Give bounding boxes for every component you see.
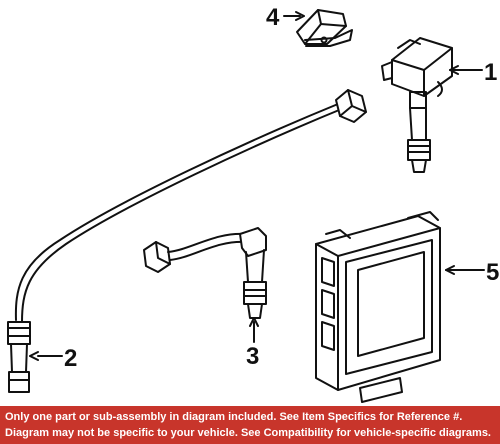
callout-1: 1 (484, 59, 497, 86)
spark-plug-wire-long-icon (7, 89, 367, 393)
parts-diagram: 1 2 3 4 5 (7, 4, 499, 403)
sensor-icon (296, 9, 353, 47)
callout-2: 2 (64, 345, 77, 372)
leader-lines (29, 11, 485, 361)
disclaimer-banner: Only one part or sub-assembly in diagram… (0, 406, 500, 444)
disclaimer-line-1: Only one part or sub-assembly in diagram… (5, 411, 463, 423)
callout-5: 5 (486, 259, 499, 286)
callout-4: 4 (266, 4, 280, 31)
disclaimer-line-2: Diagram may not be specific to your vehi… (5, 427, 491, 439)
spark-plug-wire-short-icon (143, 227, 267, 319)
callout-3: 3 (246, 343, 259, 370)
control-module-icon (315, 211, 441, 403)
ignition-coil-icon (381, 37, 453, 173)
